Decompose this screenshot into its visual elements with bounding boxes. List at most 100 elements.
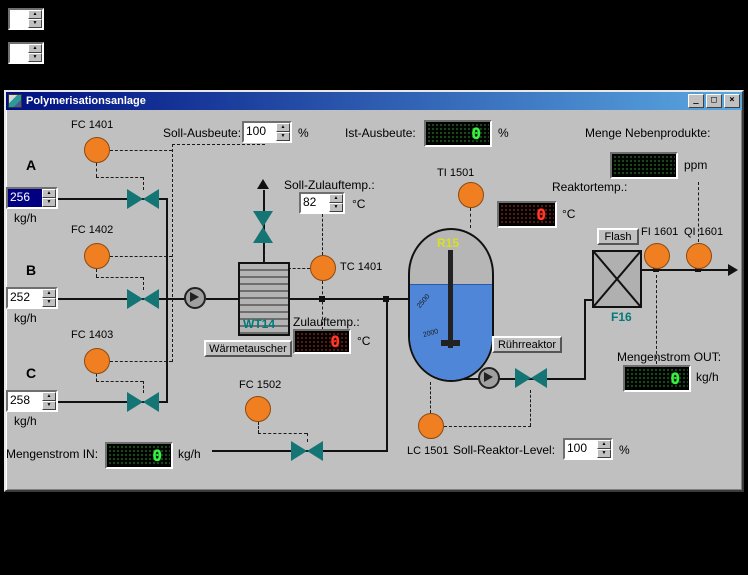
spin-down-button[interactable]: ▼ xyxy=(28,53,42,62)
mengenstrom-out-display: 0 xyxy=(623,365,691,392)
signal-fc1402-valve-v1 xyxy=(96,269,97,277)
mengenstrom-out-value: 0 xyxy=(670,369,681,388)
spin-up-button[interactable]: ▲ xyxy=(42,289,56,298)
fc1402-tag: FC 1402 xyxy=(71,224,114,236)
mengenstrom-in-display: 0 xyxy=(105,442,173,469)
reactor-vessel xyxy=(408,228,494,382)
spin-up-button[interactable]: ▲ xyxy=(597,440,611,449)
app-icon xyxy=(8,94,22,108)
flash-button[interactable]: Flash xyxy=(597,228,639,245)
feed-c-flow-spinbox[interactable]: 258 ▲ ▼ xyxy=(6,390,58,412)
junction-dot xyxy=(653,266,659,272)
minimize-button[interactable]: _ xyxy=(688,94,704,108)
signal-bus-b xyxy=(110,256,172,257)
feed-a-unit: kg/h xyxy=(14,211,37,225)
nebenprodukte-unit: ppm xyxy=(684,158,708,172)
spin-down-button[interactable]: ▼ xyxy=(42,401,56,410)
pipe-hx-to-reactor xyxy=(290,298,410,300)
spin-down-button[interactable]: ▼ xyxy=(329,203,343,212)
external-spinbox-1[interactable]: ▲ ▼ xyxy=(8,8,44,30)
nebenprodukte-label: Menge Nebenprodukte: xyxy=(585,126,711,140)
feed-b-unit: kg/h xyxy=(14,311,37,325)
mengenstrom-in-value: 0 xyxy=(152,446,163,465)
spin-up-button[interactable]: ▲ xyxy=(42,392,56,401)
signal-ti1501-reactor xyxy=(470,208,471,228)
external-spinbox-2[interactable]: ▲ ▼ xyxy=(8,42,44,64)
feed-c-flow-value[interactable]: 258 xyxy=(10,393,31,407)
soll-reaktor-level-value[interactable]: 100 xyxy=(567,441,588,455)
soll-reaktor-level-unit: % xyxy=(619,443,630,457)
external-spinbox-1-value[interactable] xyxy=(10,10,28,28)
signal-fc1403-valve-v2 xyxy=(143,381,144,393)
heat-exchanger-tag: WT14 xyxy=(243,317,276,331)
close-button[interactable]: × xyxy=(724,94,740,108)
signal-fc1502-valve-h xyxy=(258,433,307,434)
coolant-flow-arrow-icon xyxy=(257,179,269,189)
signal-fc1403-valve-h xyxy=(96,381,143,382)
fc1403-instrument xyxy=(84,348,110,374)
signal-tc1401-valve-v xyxy=(264,243,265,268)
signal-setpoint-tc1401 xyxy=(322,214,323,255)
junction-dot xyxy=(319,296,325,302)
spin-down-button[interactable]: ▼ xyxy=(42,198,56,207)
soll-reaktor-level-label: Soll-Reaktor-Level: xyxy=(453,443,556,457)
title-bar[interactable]: Polymerisationsanlage _ □ × xyxy=(6,92,742,110)
signal-fc1402-valve-v2 xyxy=(143,277,144,290)
soll-zulauftemp-label: Soll-Zulauftemp.: xyxy=(284,178,375,192)
spin-up-button[interactable]: ▲ xyxy=(28,10,42,19)
valve-reactor-outlet xyxy=(515,368,547,388)
junction-dot xyxy=(695,266,701,272)
window-title: Polymerisationsanlage xyxy=(26,95,146,107)
soll-zulauftemp-value[interactable]: 82 xyxy=(303,195,317,209)
soll-ausbeute-value[interactable]: 100 xyxy=(246,124,267,138)
soll-ausbeute-unit: % xyxy=(298,126,309,140)
valve-feed-1502 xyxy=(291,441,323,461)
ruehrreaktor-button[interactable]: Rührreaktor xyxy=(492,336,562,353)
waermetauscher-button[interactable]: Wärmetauscher xyxy=(204,340,292,357)
soll-ausbeute-spinbox[interactable]: 100 ▲ ▼ xyxy=(242,121,292,143)
signal-fc1502-valve-v2 xyxy=(307,433,308,442)
feed-c-unit: kg/h xyxy=(14,414,37,428)
signal-fc1401-valve-h xyxy=(96,177,143,178)
fc1401-instrument xyxy=(84,137,110,163)
reaktortemp-value: 0 xyxy=(536,205,547,224)
feed-a-flow-spinbox[interactable]: 256 ▲ ▼ xyxy=(6,187,58,209)
valve-feed-a xyxy=(127,189,159,209)
tc1401-tag: TC 1401 xyxy=(340,261,383,273)
stirrer-shaft xyxy=(448,250,453,348)
signal-bus-to-setpoint xyxy=(172,144,265,145)
pipe-to-flash-riser xyxy=(584,300,586,380)
feed-b-flow-spinbox[interactable]: 252 ▲ ▼ xyxy=(6,287,58,309)
ist-ausbeute-value: 0 xyxy=(471,124,482,143)
fi1601-instrument xyxy=(644,243,670,269)
external-spinbox-2-value[interactable] xyxy=(10,44,28,62)
valve-coolant xyxy=(253,211,273,243)
spin-down-button[interactable]: ▼ xyxy=(276,132,290,141)
feed-b-flow-value[interactable]: 252 xyxy=(10,290,31,304)
maximize-button[interactable]: □ xyxy=(706,94,722,108)
led-matrix xyxy=(626,368,688,389)
fi1601-tag: FI 1601 xyxy=(641,226,679,238)
fc1402-instrument xyxy=(84,243,110,269)
signal-tc1401-display xyxy=(322,281,323,330)
spin-down-button[interactable]: ▼ xyxy=(42,298,56,307)
spin-down-button[interactable]: ▼ xyxy=(597,449,611,458)
spin-up-button[interactable]: ▲ xyxy=(28,44,42,53)
feed-a-flow-value[interactable]: 256 xyxy=(8,189,42,207)
soll-reaktor-level-spinbox[interactable]: 100 ▲ ▼ xyxy=(563,438,613,460)
flash-unit xyxy=(592,250,642,308)
soll-zulauftemp-spinbox[interactable]: 82 ▲ ▼ xyxy=(299,192,345,214)
reactor-tag: R15 xyxy=(437,236,460,250)
mengenstrom-in-label: Mengenstrom IN: xyxy=(6,447,99,461)
spin-up-button[interactable]: ▲ xyxy=(276,123,290,132)
heat-exchanger xyxy=(238,262,290,336)
ti1501-tag: TI 1501 xyxy=(437,167,475,179)
spin-up-button[interactable]: ▲ xyxy=(42,189,56,198)
pipe-product-out xyxy=(642,269,730,271)
soll-zulauftemp-unit: °C xyxy=(352,197,366,211)
spin-up-button[interactable]: ▲ xyxy=(329,194,343,203)
spin-down-button[interactable]: ▼ xyxy=(28,19,42,28)
feed-pump xyxy=(184,287,206,309)
pipe-into-flash xyxy=(584,299,594,301)
fc1403-tag: FC 1403 xyxy=(71,329,114,341)
